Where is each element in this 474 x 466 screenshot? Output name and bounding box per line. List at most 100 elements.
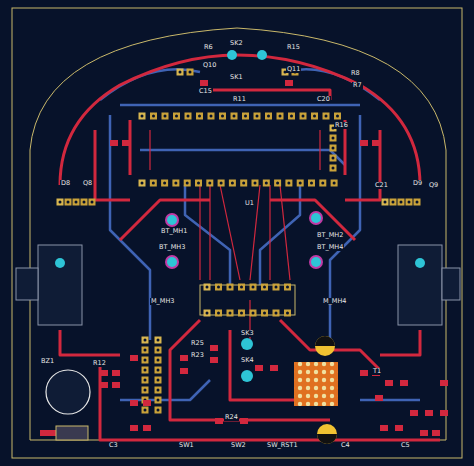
smd-pad <box>180 368 188 374</box>
pin-pad <box>155 357 162 364</box>
ref-designator: M_MH3 <box>150 298 176 305</box>
pin-pad <box>285 180 292 187</box>
pin-hole <box>157 389 160 392</box>
pin-pad <box>172 180 179 187</box>
pin-pad <box>218 180 225 187</box>
pin-pad <box>273 310 280 317</box>
pin-pad <box>155 397 162 404</box>
pin-hole <box>333 182 336 185</box>
pin-hole <box>189 71 192 74</box>
smd-pad <box>180 355 188 361</box>
pin-hole <box>75 201 78 204</box>
pin-pad <box>288 113 295 120</box>
pin-hole <box>384 201 387 204</box>
pin-hole <box>174 182 177 185</box>
pin-hole <box>157 369 160 372</box>
pin-pad <box>297 180 304 187</box>
pin-pad <box>142 407 149 414</box>
smd-pad <box>130 355 138 361</box>
pin-pad <box>330 135 337 142</box>
pin-pad <box>319 180 326 187</box>
ref-designator: SW2 <box>230 442 247 449</box>
ref-designator: C4 <box>340 442 351 449</box>
pin-hole <box>332 167 335 170</box>
pin-pad <box>142 357 149 364</box>
ref-designator: SK4 <box>240 357 255 364</box>
pin-pad <box>406 199 413 206</box>
pin-pad <box>382 199 389 206</box>
pin-pad <box>334 113 341 120</box>
ref-designator: R7 <box>352 82 363 89</box>
connector <box>56 426 88 440</box>
pin-hole <box>210 115 213 118</box>
ref-designator: R15 <box>286 44 301 51</box>
pin-hole <box>221 115 224 118</box>
pin-hole <box>175 115 178 118</box>
ref-designator: R25 <box>190 340 205 347</box>
pin-pad <box>155 407 162 414</box>
pin-pad <box>261 310 268 317</box>
pin-hole <box>206 312 209 315</box>
pin-pad <box>155 337 162 344</box>
smd-pad <box>380 425 388 431</box>
smd-pad <box>112 370 120 376</box>
smd-pad <box>420 430 428 436</box>
pin-hole <box>299 182 302 185</box>
ref-designator: C20 <box>316 96 331 103</box>
pin-hole <box>254 182 257 185</box>
pin-pad <box>227 284 234 291</box>
pin-pad <box>139 113 146 120</box>
ref-designator: Q8 <box>82 180 93 187</box>
ref-designator: R8 <box>350 70 361 77</box>
thermal-pad <box>294 362 338 406</box>
ref-designator: R11 <box>232 96 247 103</box>
top-trace <box>60 55 440 440</box>
pin-hole <box>310 182 313 185</box>
pin-pad <box>274 180 281 187</box>
ref-designator: R6 <box>203 44 214 51</box>
pin-pad <box>238 284 245 291</box>
signal-trace <box>150 130 320 340</box>
smd-pad <box>440 380 448 386</box>
pin-hole <box>186 182 189 185</box>
ref-designator: D9 <box>412 180 423 187</box>
smd-pad <box>100 370 108 376</box>
pin-pad <box>81 199 88 206</box>
pin-pad <box>142 377 149 384</box>
pin-pad <box>323 113 330 120</box>
pin-pad <box>57 199 64 206</box>
pin-pad <box>219 113 226 120</box>
pin-hole <box>198 115 201 118</box>
pin-hole <box>267 115 270 118</box>
ref-designator: C21 <box>374 182 389 189</box>
pin-pad <box>142 387 149 394</box>
pin-hole <box>83 201 86 204</box>
motor-bracket <box>16 245 460 325</box>
pin-hole <box>144 389 147 392</box>
board-outline <box>12 8 462 458</box>
pin-hole <box>240 312 243 315</box>
pin-pad <box>142 367 149 374</box>
smd-pad <box>360 370 368 376</box>
smd-pad <box>210 357 218 363</box>
smd-pad <box>143 400 151 406</box>
pin-pad <box>89 199 96 206</box>
pin-pad <box>229 180 236 187</box>
pin-pad <box>330 145 337 152</box>
pin-pad <box>215 310 222 317</box>
pin-pad <box>250 310 257 317</box>
pin-hole <box>208 182 211 185</box>
pin-pad <box>150 180 157 187</box>
pin-pad <box>142 347 149 354</box>
pin-hole <box>144 379 147 382</box>
pin-hole <box>313 115 316 118</box>
pin-pad <box>330 155 337 162</box>
pin-hole <box>157 359 160 362</box>
pin-hole <box>217 312 220 315</box>
pin-hole <box>206 286 209 289</box>
pin-hole <box>157 399 160 402</box>
pin-hole <box>290 115 293 118</box>
pin-pad <box>240 180 247 187</box>
pin-hole <box>275 286 278 289</box>
smd-pad <box>375 395 383 401</box>
